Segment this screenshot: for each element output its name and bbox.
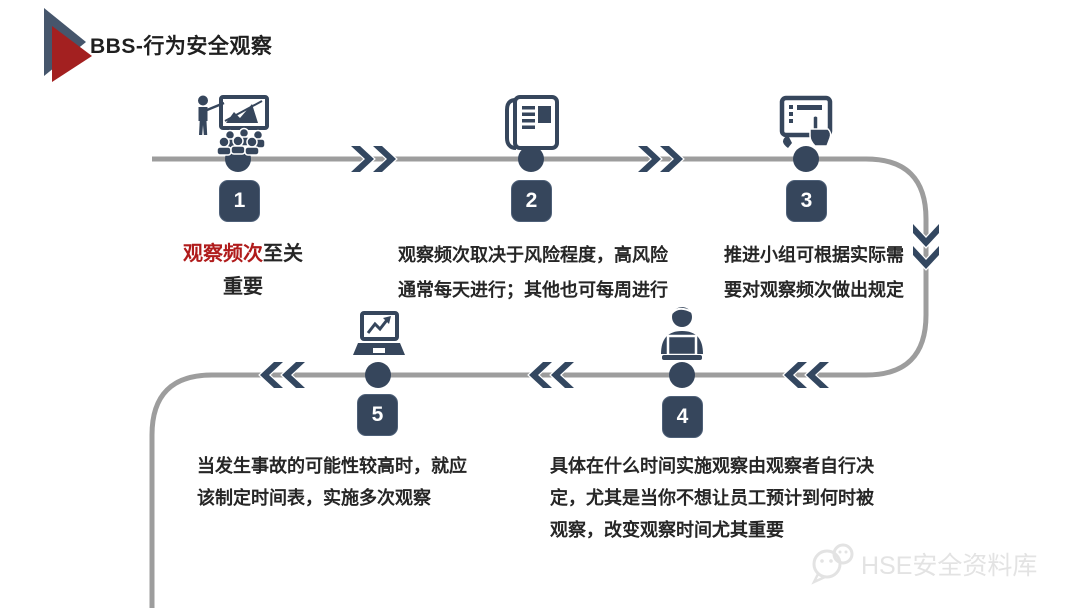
- step-4-line2: 定，尤其是当你不想让员工预计到何时被: [550, 488, 874, 508]
- step-3-description: 推进小组可根据实际需 要对观察频次做出规定: [708, 238, 920, 308]
- step-2-description: 观察频次取决于风险程度，高风险 通常每天进行；其他也可每周进行: [385, 238, 681, 308]
- timeline-dot: [365, 362, 391, 388]
- tablet-touch-icon: [774, 95, 836, 156]
- page-title: BBS-行为安全观察: [90, 35, 273, 58]
- presenter-audience-icon: [194, 94, 270, 161]
- wechat-logo-icon: [811, 543, 854, 585]
- timeline-dot: [793, 146, 819, 172]
- timeline-path: [149, 156, 929, 608]
- step-4-description: 具体在什么时间实施观察由观察者自行决 定，尤其是当你不想让员工预计到何时被 观察…: [550, 450, 924, 546]
- watermark-text: HSE安全资料库: [861, 552, 1038, 580]
- watermark: HSE安全资料库: [810, 543, 1037, 585]
- step-4-line3: 观察，改变观察时间尤其重要: [550, 520, 784, 540]
- step-1-line1: 观察频次至关: [163, 238, 323, 271]
- timeline-dot: [669, 362, 695, 388]
- step-4-number-badge: 4: [662, 396, 703, 438]
- step-1-description: 观察频次至关 重要: [163, 238, 323, 304]
- step-1-line1-rest: 至关: [263, 243, 303, 265]
- step-5-description: 当发生事故的可能性较高时，就应 该制定时间表，实施多次观察: [197, 450, 497, 514]
- step-3-line2: 要对观察频次做出规定: [724, 280, 904, 300]
- step-2-line2: 通常每天进行；其他也可每周进行: [398, 280, 668, 300]
- step-2-number-badge: 2: [511, 180, 552, 222]
- step-1-highlight: 观察频次: [183, 243, 263, 265]
- person-laptop-icon: [653, 304, 711, 373]
- step-1-number-badge: 1: [219, 180, 260, 222]
- step-5-line2: 该制定时间表，实施多次观察: [197, 488, 431, 508]
- step-5-line1: 当发生事故的可能性较高时，就应: [197, 456, 467, 476]
- timeline-dot: [518, 146, 544, 172]
- step-3-line1: 推进小组可根据实际需: [724, 245, 904, 265]
- newspaper-icon: [502, 92, 562, 159]
- step-5-number-badge: 5: [357, 394, 398, 436]
- slide-logo-icon: [44, 8, 92, 82]
- step-4-line1: 具体在什么时间实施观察由观察者自行决: [550, 456, 874, 476]
- laptop-chart-icon: [351, 310, 407, 369]
- step-3-number-badge: 3: [786, 180, 827, 222]
- step-2-line1: 观察频次取决于风险程度，高风险: [398, 245, 668, 265]
- step-1-line2: 重要: [223, 276, 263, 298]
